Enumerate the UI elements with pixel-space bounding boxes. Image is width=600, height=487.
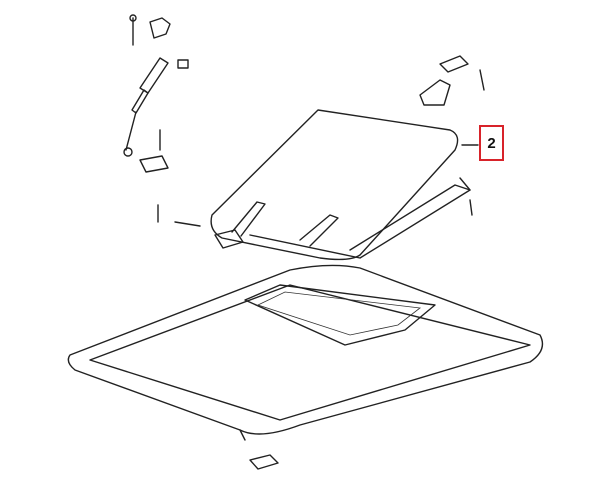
callout-label-2: 2 <box>479 125 504 161</box>
hatch-lid <box>157 109 479 261</box>
hinge-bracket <box>419 55 485 106</box>
gas-strut <box>123 14 189 173</box>
roof-panel <box>67 264 544 470</box>
